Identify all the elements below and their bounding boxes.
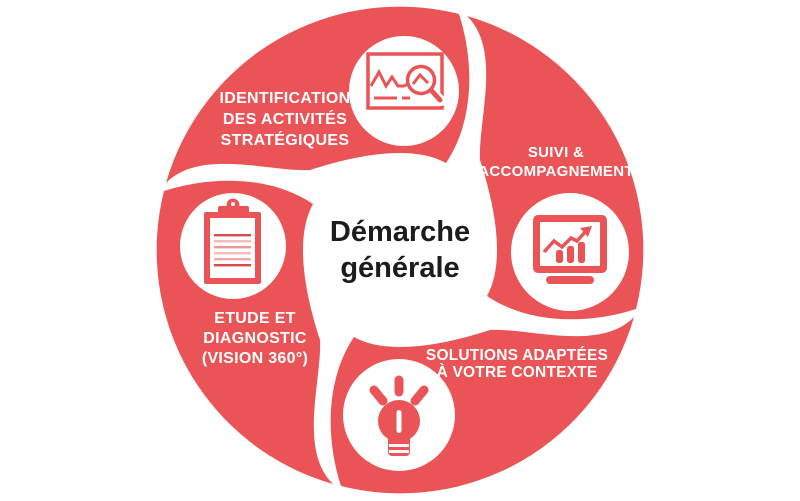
label-line: (VISION 360°)	[201, 350, 309, 367]
diagram-title-line: générale	[340, 252, 460, 284]
top-icon-disc	[349, 36, 459, 146]
label-line: À VOTRE CONTEXTE	[436, 364, 598, 381]
diagram-title-line: Démarche	[329, 216, 471, 248]
center-disc	[318, 168, 482, 332]
label-line: IDENTIFICATION	[219, 90, 351, 107]
clipboard-icon	[204, 198, 261, 284]
label-line: DES ACTIVITÉS	[222, 111, 348, 128]
label-line: ACCOMPAGNEMENT	[478, 163, 634, 180]
segment-label-etude: ETUDE ET DIAGNOSTIC (VISION 360°)	[167, 309, 343, 369]
lightbulb-icon	[369, 375, 429, 456]
label-line: DIAGNOSTIC	[203, 330, 307, 347]
chart-magnifier-icon	[366, 52, 446, 110]
label-line: SOLUTIONS ADAPTÉES	[425, 347, 609, 364]
monitor-growth-icon	[533, 215, 607, 284]
diagram-title: Démarche générale	[310, 214, 490, 286]
label-line: STRATÉGIQUES	[220, 132, 350, 149]
segment-label-solutions: SOLUTIONS ADAPTÉES À VOTRE CONTEXTE	[412, 347, 622, 381]
label-line: SUIVI &	[527, 144, 585, 161]
segment-label-identification: IDENTIFICATION DES ACTIVITÉS STRATÉGIQUE…	[195, 88, 375, 151]
segment-label-suivi: SUIVI & ACCOMPAGNEMENT	[466, 143, 646, 181]
label-line: ETUDE ET	[214, 310, 296, 327]
